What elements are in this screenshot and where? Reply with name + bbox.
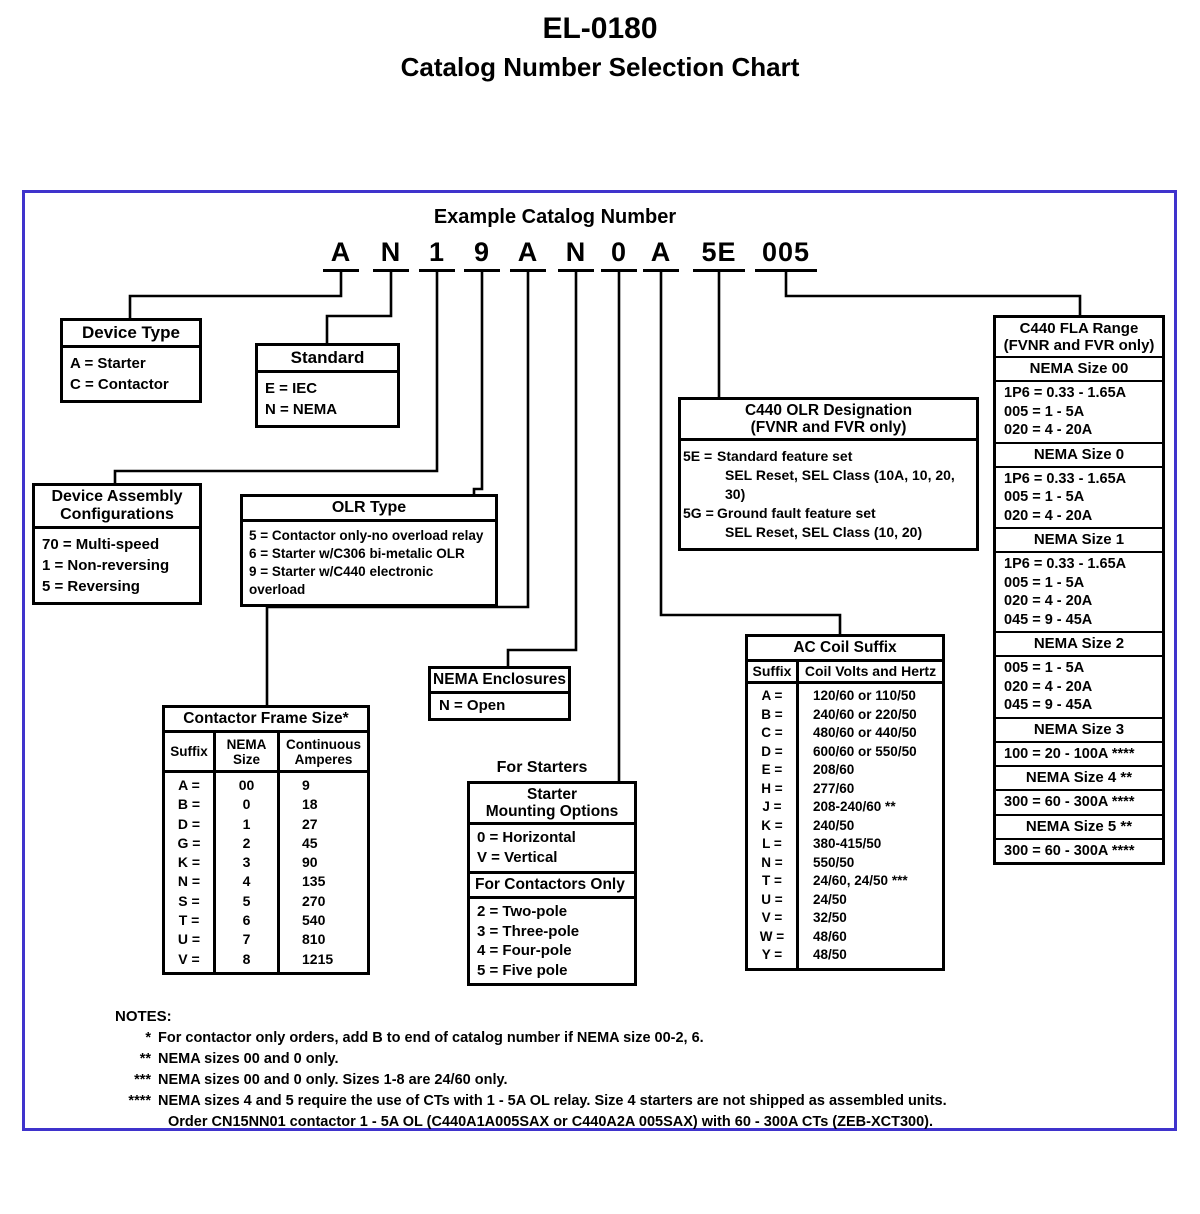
list-item: SEL Reset, SEL Class (10, 20) <box>725 524 923 540</box>
list-item: 4 = Four-pole <box>477 942 572 959</box>
note-marker: **** <box>128 1093 151 1109</box>
fla-section-body: 100 = 20 - 100A **** <box>1004 745 1135 762</box>
catalog-segment: 9 <box>464 236 500 272</box>
catalog-segment: N <box>558 236 594 272</box>
list-item: 5 = Reversing <box>42 578 140 595</box>
list-item: N = Open <box>439 697 506 714</box>
note-item: Order CN15NN01 contactor 1 - 5A OL (C440… <box>115 1112 1085 1133</box>
list-item: 3 = Three-pole <box>477 922 580 940</box>
fla-section-body: 300 = 60 - 300A **** <box>1004 794 1135 810</box>
note-marker: * <box>145 1030 151 1046</box>
list-item: 5 = Contactor only-no overload relay <box>249 528 484 543</box>
fla-section-header: NEMA Size 1 <box>996 527 1162 553</box>
list-item: A = Starter <box>70 355 146 372</box>
note-item: **** NEMA sizes 4 and 5 require the use … <box>115 1091 1085 1112</box>
frame-size-header-row: Suffix NEMA Size Continuous Amperes <box>165 733 367 773</box>
column-header: Coil Volts and Hertz <box>796 662 942 681</box>
list-item: E = IEC <box>265 380 318 397</box>
notes-section: NOTES: * For contactor only orders, add … <box>115 1006 1085 1133</box>
list-item: C = Contactor <box>70 376 169 393</box>
fla-section-header: NEMA Size 00 <box>996 356 1162 382</box>
fla-section-header: NEMA Size 5 ** <box>996 813 1162 840</box>
fla-section-header: NEMA Size 0 <box>996 441 1162 468</box>
column-header: NEMA Size <box>213 733 277 770</box>
page-subtitle: Catalog Number Selection Chart <box>400 52 800 82</box>
olr-type-box: OLR Type 5 = Contactor only-no overload … <box>240 494 498 607</box>
note-item: ** NEMA sizes 00 and 0 only. <box>115 1049 1085 1070</box>
ac-coil-header-row: Suffix Coil Volts and Hertz <box>748 662 942 684</box>
note-item: * For contactor only orders, add B to en… <box>115 1028 1085 1049</box>
standard-box: Standard E = IEC N = NEMA <box>255 343 400 428</box>
catalog-segment: A <box>510 236 546 272</box>
note-item: *** NEMA sizes 00 and 0 only. Sizes 1-8 … <box>115 1070 1085 1091</box>
starter-mounting-box: Starter Mounting Options 0 = Horizontal … <box>467 781 637 986</box>
ac-coil-suffix-table: AC Coil Suffix Suffix Coil Volts and Her… <box>745 634 945 971</box>
column-header: Continuous Amperes <box>277 733 367 770</box>
note-marker <box>125 1112 161 1133</box>
nema-enclosures-title: NEMA Enclosures <box>431 669 568 694</box>
fla-range-title: C440 FLA Range (FVNR and FVR only) <box>1003 320 1155 354</box>
contactor-frame-size-table: Contactor Frame Size* Suffix NEMA Size C… <box>162 705 370 975</box>
list-item: 5 = Five pole <box>477 961 568 979</box>
list-item: 6 = Starter w/C306 bi-metalic OLR <box>249 546 465 561</box>
nema-enclosures-box: NEMA Enclosures N = Open <box>428 666 571 721</box>
list-item: 1 = Non-reversing <box>42 557 170 574</box>
list-item: 5E = Standard feature set <box>683 448 853 464</box>
page-title: EL-0180 <box>542 12 658 45</box>
c440-fla-range-box: C440 FLA Range (FVNR and FVR only) NEMA … <box>993 315 1165 865</box>
column-header: Suffix <box>752 663 792 679</box>
catalog-segment: A <box>643 236 679 272</box>
list-item: 0 = Horizontal <box>477 829 576 846</box>
catalog-segment: N <box>373 236 409 272</box>
device-type-title: Device Type <box>63 321 199 348</box>
catalog-segment: 1 <box>419 236 455 272</box>
catalog-segment: 0 <box>601 236 637 272</box>
starter-mounting-title: Starter Mounting Options <box>470 784 634 825</box>
frame-size-title: Contactor Frame Size* <box>165 708 367 733</box>
c440-olr-designation-box: C440 OLR Designation (FVNR and FVR only)… <box>678 397 979 551</box>
fla-section-body: 300 = 60 - 300A **** <box>1004 842 1135 859</box>
note-marker: *** <box>134 1072 151 1088</box>
standard-title: Standard <box>258 346 397 373</box>
catalog-segment: A <box>323 236 359 272</box>
olr-type-title: OLR Type <box>243 497 495 522</box>
for-contactors-only-title: For Contactors Only <box>470 871 634 899</box>
list-item: 9 = Starter w/C440 electronic overload <box>249 564 434 597</box>
chart-outer-border <box>22 190 1177 1131</box>
list-item: SEL Reset, SEL Class (10A, 10, 20, 30) <box>725 467 955 502</box>
example-heading: Example Catalog Number <box>433 206 677 228</box>
list-item: V = Vertical <box>477 849 558 866</box>
notes-heading: NOTES: <box>115 1008 172 1025</box>
c440-olr-title: C440 OLR Designation (FVNR and FVR only) <box>681 400 976 441</box>
fla-section-header: NEMA Size 2 <box>996 631 1162 657</box>
device-type-box: Device Type A = Starter C = Contactor <box>60 318 202 403</box>
ac-coil-suffix-column: A =B =C =D =E =H =J =K =L =N =T =U =V =W… <box>759 688 785 962</box>
catalog-segment: 005 <box>755 236 817 272</box>
device-assembly-box: Device Assembly Configurations 70 = Mult… <box>32 483 202 605</box>
column-header: Suffix <box>170 744 208 759</box>
fla-section-header: NEMA Size 4 ** <box>996 765 1162 791</box>
device-assembly-title: Device Assembly Configurations <box>35 486 199 529</box>
note-marker: ** <box>139 1051 151 1067</box>
list-item: 5G = Ground fault feature set <box>683 505 876 521</box>
fla-section-header: NEMA Size 3 <box>996 716 1162 743</box>
frame-size-suffix-column: A =B =D =G =K =N =S =T =U =V = <box>177 777 201 967</box>
list-item: 70 = Multi-speed <box>42 536 160 553</box>
for-starters-label: For Starters <box>496 759 588 776</box>
list-item: 2 = Two-pole <box>477 903 568 920</box>
catalog-segment: 5E <box>693 236 745 272</box>
ac-coil-title: AC Coil Suffix <box>748 637 942 662</box>
list-item: N = NEMA <box>265 401 338 418</box>
